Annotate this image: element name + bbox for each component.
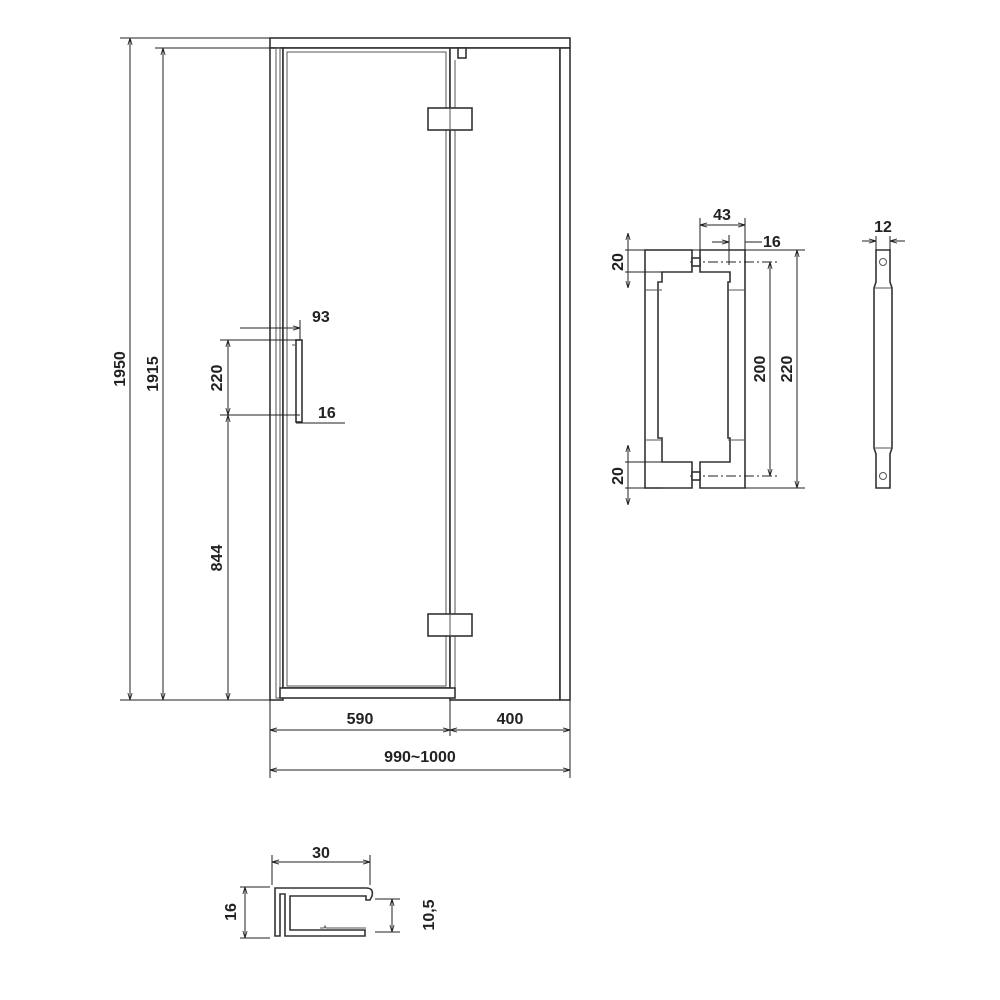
dim-bottom-block: 20 bbox=[610, 467, 627, 485]
dim-handle-depth: 43 bbox=[713, 207, 731, 224]
dim-fixed-panel-width: 400 bbox=[497, 711, 524, 728]
hinge-bottom bbox=[427, 613, 473, 637]
right-wall-profile bbox=[559, 47, 571, 701]
dim-door-width: 590 bbox=[347, 711, 374, 728]
hinge-top bbox=[427, 107, 473, 131]
door-glass bbox=[282, 47, 451, 689]
dim-glass-height: 1915 bbox=[145, 356, 162, 392]
dim-handle-diameter: 16 bbox=[318, 405, 336, 422]
dim-handle-height: 844 bbox=[209, 545, 226, 572]
dim-center-distance: 200 bbox=[752, 356, 769, 383]
stabilizer-clip bbox=[457, 47, 467, 59]
profile-section bbox=[240, 855, 400, 939]
top-rail bbox=[269, 37, 571, 49]
dim-profile-height: 16 bbox=[223, 903, 240, 921]
dim-total-height: 1950 bbox=[112, 351, 129, 387]
dim-handle-offset: 93 bbox=[312, 309, 330, 326]
enclosure-front-view bbox=[269, 37, 571, 701]
dim-profile-width: 30 bbox=[312, 845, 330, 862]
dim-profile-inner-height: 10,5 bbox=[421, 899, 438, 930]
dim-total-width: 990~1000 bbox=[384, 749, 456, 766]
dim-handle-length: 220 bbox=[209, 365, 226, 392]
dim-handle-bar: 16 bbox=[763, 234, 781, 251]
dim-overall-length: 220 bbox=[779, 356, 796, 383]
dim-handle-side-width: 12 bbox=[874, 219, 892, 236]
fixed-glass-panel bbox=[449, 47, 561, 701]
handle-detail-side bbox=[862, 236, 905, 489]
threshold bbox=[279, 687, 456, 699]
dim-top-block: 20 bbox=[610, 253, 627, 271]
